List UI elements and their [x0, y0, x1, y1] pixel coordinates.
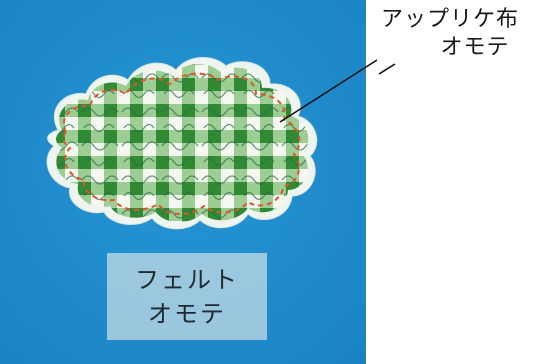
gingham-applique: [56, 64, 309, 223]
stitch-line: [62, 72, 301, 215]
applique-fabric-label: アップリケ布: [381, 7, 520, 32]
felt-side-label: オモテ: [148, 299, 226, 328]
applique-fabric-callout: アップリケ布 オモテ: [381, 6, 547, 62]
applique-fabric-side-label: オモテ: [440, 35, 510, 60]
felt-label: フェルト: [135, 265, 239, 294]
felt-label-box: フェルト オモテ: [107, 253, 267, 340]
